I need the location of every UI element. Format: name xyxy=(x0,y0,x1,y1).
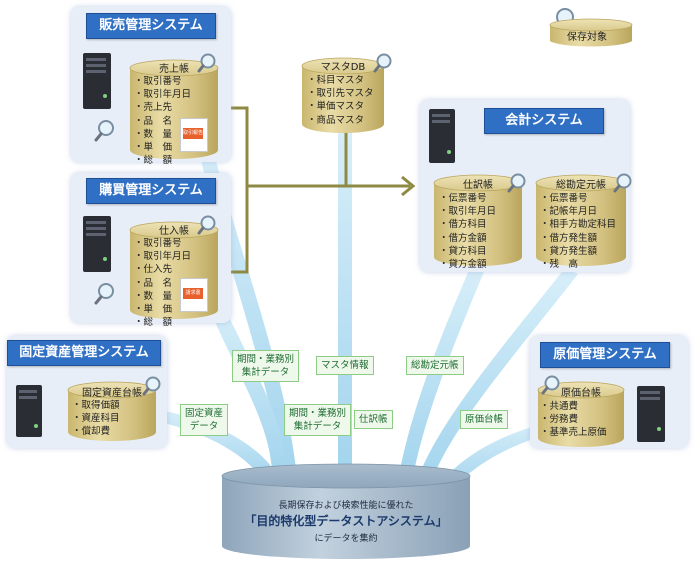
sales-system-title: 販売管理システム xyxy=(86,13,216,39)
costing-system-title: 原価管理システム xyxy=(540,342,670,368)
accounting-system-title: 会計システム xyxy=(484,108,604,134)
document-label: 取引報告書 xyxy=(183,128,203,139)
field-item: 商品マスタ xyxy=(307,114,374,127)
label-line: 集計データ xyxy=(241,367,290,378)
field-item: 数 量 xyxy=(134,290,191,303)
fixed-assets-system-title: 固定資産管理システム xyxy=(7,340,161,366)
fixed-assets-ledger-fields: 取得価額 資産科目 償却費 xyxy=(72,399,120,439)
target-datastore-title: 「目的特化型データストアシステム」 xyxy=(244,514,448,528)
server-icon xyxy=(637,386,665,442)
field-item: 単 価 xyxy=(134,141,191,154)
field-item: 単価マスタ xyxy=(307,100,374,113)
field-item: 相手方勘定科目 xyxy=(540,218,617,231)
flow-arrow-master xyxy=(338,128,352,468)
field-item: 仕入先 xyxy=(134,263,191,276)
field-item: 品 名 xyxy=(134,277,191,290)
purchase-ledger-title: 仕入帳 xyxy=(159,226,189,237)
field-item: 取引年月日 xyxy=(134,250,192,263)
server-icon xyxy=(16,385,42,437)
field-item: 共通費 xyxy=(540,400,607,413)
field-item: 取引年月日 xyxy=(439,205,497,218)
purchase-system-title: 購買管理システム xyxy=(86,178,216,204)
magnifier-icon xyxy=(507,173,526,193)
legend-label: 保存対象 xyxy=(567,32,607,43)
field-item: 基準売上原価 xyxy=(540,426,607,439)
flow-label-period-aggregate-lower: 期間・業務別 集計データ xyxy=(284,404,352,436)
document-icon: 請求書 xyxy=(180,278,208,312)
field-item: 貸方発生額 xyxy=(540,245,616,258)
magnifier-icon xyxy=(373,53,392,73)
field-item: 伝票番号 xyxy=(540,192,616,205)
server-icon xyxy=(83,216,111,272)
field-item: 取引番号 xyxy=(134,237,191,250)
field-item: 単 価 xyxy=(134,303,191,316)
legend-cylinder xyxy=(549,18,633,47)
field-item: 取引先マスタ xyxy=(307,87,374,100)
flow-label-general-ledger: 総勘定元帳 xyxy=(406,356,464,375)
field-item: 科目マスタ xyxy=(307,74,374,87)
field-item: 品 名 xyxy=(134,115,191,128)
field-item: 取得価額 xyxy=(72,399,120,412)
field-item: 借方科目 xyxy=(439,218,496,231)
magnifier-icon xyxy=(197,53,216,73)
document-icon: 取引報告書 xyxy=(180,118,208,152)
field-item: 伝票番号 xyxy=(439,192,496,205)
field-item: 労務費 xyxy=(540,413,607,426)
field-item: 貸方科目 xyxy=(439,245,496,258)
label-line: 固定資産 xyxy=(185,408,224,419)
field-item: 総 額 xyxy=(134,154,191,167)
general-ledger-fields: 伝票番号 記帳年月日 相手方勘定科目 借方発生額 貸方発生額 残 高 xyxy=(540,192,617,271)
field-item: 売上先 xyxy=(134,101,191,114)
flow-label-period-aggregate-upper: 期間・業務別 集計データ xyxy=(232,350,300,382)
purchase-ledger-fields: 取引番号 取引年月日 仕入先 品 名 数 量 単 価 総 額 xyxy=(134,237,192,329)
flow-label-master-info: マスタ情報 xyxy=(316,356,374,375)
fixed-assets-ledger-title: 固定資産台帳 xyxy=(82,388,142,399)
label-line: 集計データ xyxy=(293,421,342,432)
journal-title: 仕訳帳 xyxy=(463,180,493,191)
magnifier-icon xyxy=(613,173,632,193)
field-item: 数 量 xyxy=(134,128,191,141)
connector-to-accounting xyxy=(220,106,416,274)
cost-ledger-fields: 共通費 労務費 基準売上原価 xyxy=(540,400,607,440)
magnifier-icon xyxy=(197,215,216,235)
general-ledger-title: 総勘定元帳 xyxy=(556,180,606,191)
label-line: 期間・業務別 xyxy=(289,408,347,419)
target-datastore-subtitle: 長期保存および検索性能に優れた xyxy=(278,501,414,511)
field-item: 記帳年月日 xyxy=(540,205,616,218)
magnifier-icon xyxy=(94,120,114,142)
flow-arrow-ledger xyxy=(418,268,578,480)
sales-ledger-title: 売上帳 xyxy=(159,64,189,75)
server-icon xyxy=(429,109,455,163)
flow-label-fixed-asset-data: 固定資産 データ xyxy=(180,404,229,436)
magnifier-icon xyxy=(541,375,560,395)
field-item: 取引番号 xyxy=(134,75,191,88)
document-label: 請求書 xyxy=(183,288,203,299)
server-icon xyxy=(83,53,111,109)
flow-arrow-purchase xyxy=(208,302,286,470)
sales-ledger-fields: 取引番号 取引年月日 売上先 品 名 数 量 単 価 総 額 xyxy=(134,75,192,167)
master-db-title: マスタDB xyxy=(320,62,366,73)
magnifier-icon xyxy=(94,283,114,305)
label-line: データ xyxy=(189,421,219,432)
magnifier-icon xyxy=(142,376,161,396)
field-item: 貸方金額 xyxy=(439,258,496,271)
field-item: 残 高 xyxy=(540,258,616,271)
target-datastore-caption: にデータを集約 xyxy=(314,534,378,544)
field-item: 借方金額 xyxy=(439,232,496,245)
field-item: 償却費 xyxy=(72,425,120,438)
target-datastore-cylinder xyxy=(221,463,471,559)
field-item: 取引年月日 xyxy=(134,88,192,101)
flow-label-journal: 仕訳帳 xyxy=(354,410,393,429)
field-item: 資産科目 xyxy=(72,412,120,425)
flow-label-cost-ledger: 原価台帳 xyxy=(460,410,509,429)
master-db-fields: 科目マスタ 取引先マスタ 単価マスタ 商品マスタ xyxy=(307,74,374,127)
field-item: 借方発生額 xyxy=(540,232,616,245)
field-item: 総 額 xyxy=(134,316,191,329)
label-line: 期間・業務別 xyxy=(237,354,295,365)
cost-ledger-title: 原価台帳 xyxy=(561,388,601,399)
journal-fields: 伝票番号 取引年月日 借方科目 借方金額 貸方科目 貸方金額 xyxy=(439,192,497,271)
